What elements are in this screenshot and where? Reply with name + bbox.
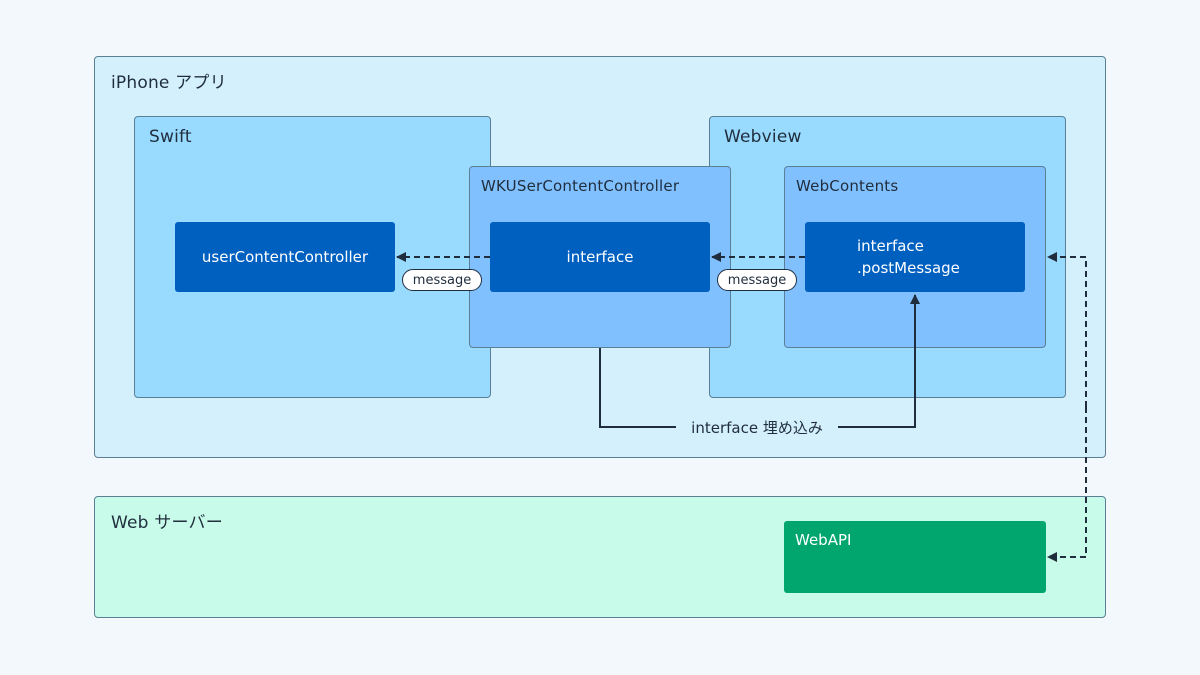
post-message-node: interface .postMessage: [805, 222, 1025, 292]
web-contents-title: WebContents: [796, 177, 899, 195]
wkuser-content-controller-title: WKUSerContentController: [481, 177, 680, 195]
embed-label-text: interface 埋め込み: [691, 418, 823, 437]
web-api-node: WebAPI: [784, 521, 1046, 593]
embed-arrow: [599, 294, 920, 428]
interface-label: interface: [566, 248, 634, 266]
api-arrow-to-webapi: [1047, 407, 1087, 562]
message-label-2: message: [717, 269, 797, 291]
message-label-2-text: message: [727, 272, 787, 288]
post-message-label-line2: .postMessage: [857, 259, 960, 277]
swift-title: Swift: [149, 127, 192, 147]
message-label-1: message: [402, 269, 482, 291]
web-server-title: Web サーバー: [111, 513, 223, 533]
message-label-1-text: message: [412, 272, 472, 288]
webview-title: Webview: [724, 127, 802, 147]
web-api-label: WebAPI: [795, 531, 852, 549]
post-message-label-line1: interface: [857, 237, 924, 255]
interface-node: interface: [490, 222, 710, 292]
user-content-controller-label: userContentController: [201, 248, 369, 266]
user-content-controller-node: userContentController: [175, 222, 395, 292]
embed-label: interface 埋め込み: [676, 416, 838, 438]
iphone-app-title: iPhone アプリ: [111, 73, 227, 93]
api-arrow-to-contents: [1047, 252, 1087, 407]
